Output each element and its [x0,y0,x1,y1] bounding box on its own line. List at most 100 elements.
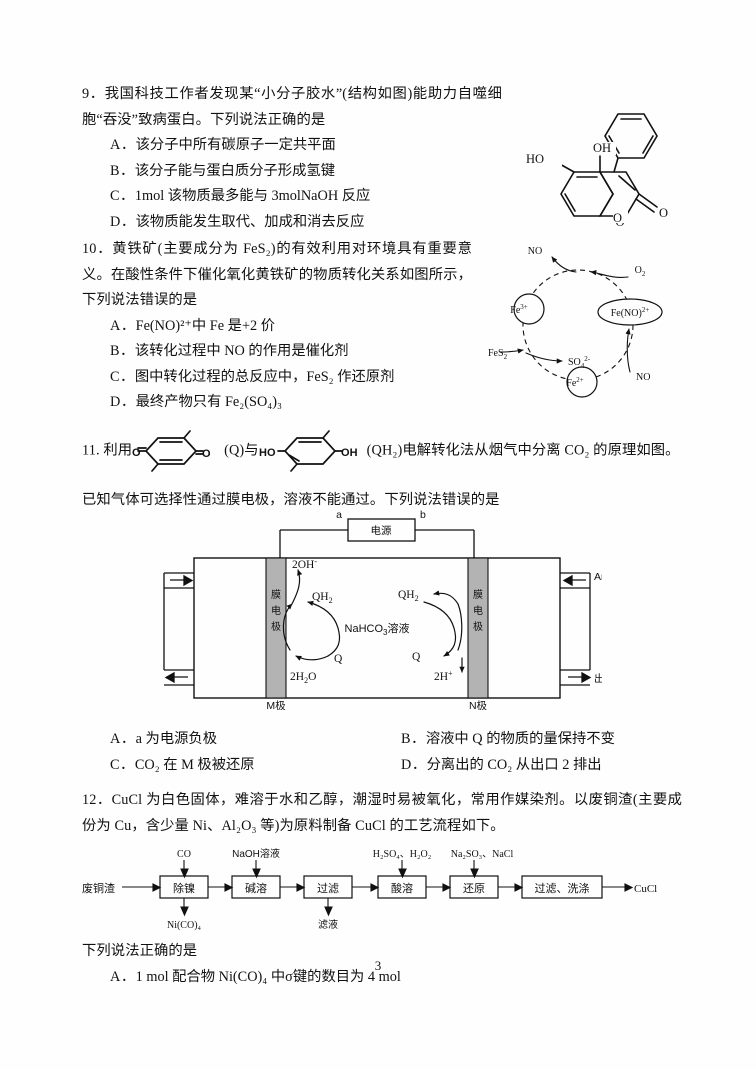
coumarin-structure-figure: OH HO O O OH O [514,104,684,241]
electrolysis-cell-figure: 电源 a b 膜 电 极 膜 电 极 [123,509,621,715]
question-11-q-tag: (Q) [224,441,245,458]
electrode-left-char-2: 电 [271,604,281,617]
option-label: C． [110,188,135,204]
option-label: B． [401,731,426,747]
option-label: D． [110,213,136,230]
cycle-nodes [513,293,663,398]
flow-byproduct-2: 滤液 [318,918,338,931]
membrane-electrode-m [265,556,287,699]
option-text: 该物质能发生取代、加成和消去反应 [135,213,365,230]
left-reaction-loop [282,568,341,661]
label-no-out: NO [528,246,542,257]
question-9-option-a: A．该分子中所有碳原子一定共平面 [82,133,530,159]
electrolysis-cell-svg: 电源 a b 膜 电 极 膜 电 极 [123,509,621,712]
label-no-in: NO [636,372,650,383]
question-10-option-d: D．最终产物只有 Fe₂(SO₄)₃ [82,390,500,416]
question-10-option-b: B．该转化过程中 NO 的作用是催化剂 [82,339,500,365]
question-11-option-c: C．CO₂ 在 M 极被还原 [82,753,391,779]
terminal-b-label: b [420,510,426,521]
quinone-structure: O O [132,429,224,472]
option-text: 溶液中 Q 的物质的量保持不变 [425,731,615,747]
left-arrows [164,574,194,683]
flow-reagent-1: CO [177,849,191,860]
electrode-right-char-2: 电 [473,604,483,617]
label-fe-no: Fe(NO)2+ [611,306,650,319]
question-11-qh2-tag: (QH₂) [366,441,403,458]
electrode-m-name: M极 [266,699,286,710]
flow-input-label: 废铜渣 [82,881,115,895]
option-label: B． [110,343,135,359]
species-qh2-right: QH2 [398,589,419,603]
flow-io-labels: 废铜渣 CuCl [82,881,657,895]
question-12-stem: 12．CuCl 为白色固体，难溶于水和乙醇，潮湿时易被氧化，常用作媒染剂。以废铜… [82,792,682,834]
page-number: 3 [374,958,382,973]
question-11-stem-post: 电解转化法从烟气中分离 CO₂ 的原理如图。 [402,441,680,458]
node-fe2 [566,366,598,398]
cell-species-labels: 2OH- QH2 Q 2H2O QH2 Q 2H+ NaHCO3溶液 [290,557,453,685]
question-11-option-a: A．a 为电源负极 [82,727,391,753]
electrode-n-name: N极 [469,699,488,710]
label-oh: OH [341,447,358,459]
species-solution: NaHCO3溶液 [345,621,410,637]
label-o-left: O [132,447,141,459]
species-q-right: Q [412,651,421,663]
flow-step-5-label: 还原 [463,882,485,895]
flow-step-6-label: 过滤、洗涤 [535,881,590,895]
flow-reagent-labels: CO NaOH溶液 H₂SO₄、H₂O₂ Na₂SO₃、NaCl Ni(CO)₄… [167,847,514,931]
option-label: A． [110,137,136,153]
question-11: 11. 利用 O O [82,429,682,779]
label-carbonyl-o: O [659,206,668,220]
option-text: Fe(NO)²⁺中 Fe 是+2 价 [135,317,276,334]
flow-step-2-label: 碱溶 [245,881,267,895]
option-label: A． [110,968,136,985]
option-label: A． [110,731,136,747]
option-label: C． [110,756,135,773]
flow-arrows [122,860,634,917]
question-12-option-a: A．1 mol 配合物 Ni(CO)₄ 中σ键的数目为 4 mol [82,965,682,991]
label-fes2: FeS2 [488,348,508,361]
iron-cycle-figure: Fe3+ Fe(NO)2+ Fe2+ NO O2 FeS2 SO42- NO [478,239,678,406]
flow-byproduct-1: Ni(CO)₄ [167,920,202,931]
option-text: 1 mol 配合物 Ni(CO)₄ 中σ键的数目为 4 mol [135,968,401,985]
label-o-right: O [202,448,211,460]
flow-reagent-3: H₂SO₄、H₂O₂ [373,849,431,860]
option-label: A． [110,317,136,334]
electrode-left-char-1: 膜 [271,589,281,601]
question-10-option-a: A．Fe(NO)²⁺中 Fe 是+2 价 [82,314,500,340]
quinone-svg: O O [132,429,211,472]
node-fe-no [597,298,663,326]
right-pipes [560,571,591,686]
question-10-option-c: C．图中转化过程的总反应中，FeS₂ 作还原剂 [82,365,500,391]
question-11-stem-pre: 11. 利用 [82,441,133,458]
option-text: 最终产物只有 Fe₂(SO₄)₃ [135,394,283,410]
right-reaction-loop [423,589,465,673]
coumarin-structure-svg: OH HO O O OH O [526,113,668,229]
option-text: 图中转化过程的总反应中，FeS₂ 作还原剂 [134,368,395,385]
question-9-option-d: D．该物质能发生取代、加成和消去反应 [82,210,530,236]
membrane-electrode-n [467,556,489,699]
cycle-labels: Fe3+ Fe(NO)2+ Fe2+ NO O2 FeS2 SO42- NO [488,246,650,389]
question-9-stem: 9．我国科技工作者发现某“小分子胶水”(结构如图)能助力自噬细胞“吞没”致病蛋白… [82,86,502,128]
question-11-stem-mid: 与 [244,441,259,458]
flow-step-labels: 除镍 碱溶 过滤 酸溶 还原 过滤、洗涤 [173,881,590,895]
electrode-right-char-3: 极 [473,620,483,633]
question-10: 10．黄铁矿(主要成分为 FeS₂)的有效利用对环境具有重要意义。在酸性条件下催… [82,237,682,416]
electrode-left-char-3: 极 [271,620,281,633]
label-masks [548,142,628,223]
question-10-stem: 10．黄铁矿(主要成分为 FeS₂)的有效利用对环境具有重要意义。在酸性条件下催… [82,241,472,308]
option-label: D． [401,756,427,773]
option-text: a 为电源负极 [135,731,218,747]
flow-reagent-2: NaOH溶液 [232,847,280,860]
question-11-stem-line1: 11. 利用 O O [82,429,682,472]
node-fe3 [513,293,545,325]
question-12: 12．CuCl 为白色固体，难溶于水和乙醇，潮湿时易被氧化，常用作媒染剂。以废铜… [82,788,682,990]
flow-reagent-4: Na₂SO₃、NaCl [451,849,514,860]
option-text: 分离出的 CO₂ 从出口 2 排出 [426,756,602,773]
iron-cycle-svg: Fe3+ Fe(NO)2+ Fe2+ NO O2 FeS2 SO42- NO [488,246,663,398]
label-ho: HO [259,447,276,459]
terminal-a-label: a [336,510,342,521]
question-11-options: A．a 为电源负极 B．溶液中 Q 的物质的量保持不变 C．CO₂ 在 M 极被… [82,727,682,778]
flow-step-1-label: 除镍 [173,881,195,895]
cucl-process-flowchart: 除镍 碱溶 过滤 酸溶 还原 过滤、洗涤 废铜渣 CuCl CO NaOH溶液 … [82,846,682,937]
